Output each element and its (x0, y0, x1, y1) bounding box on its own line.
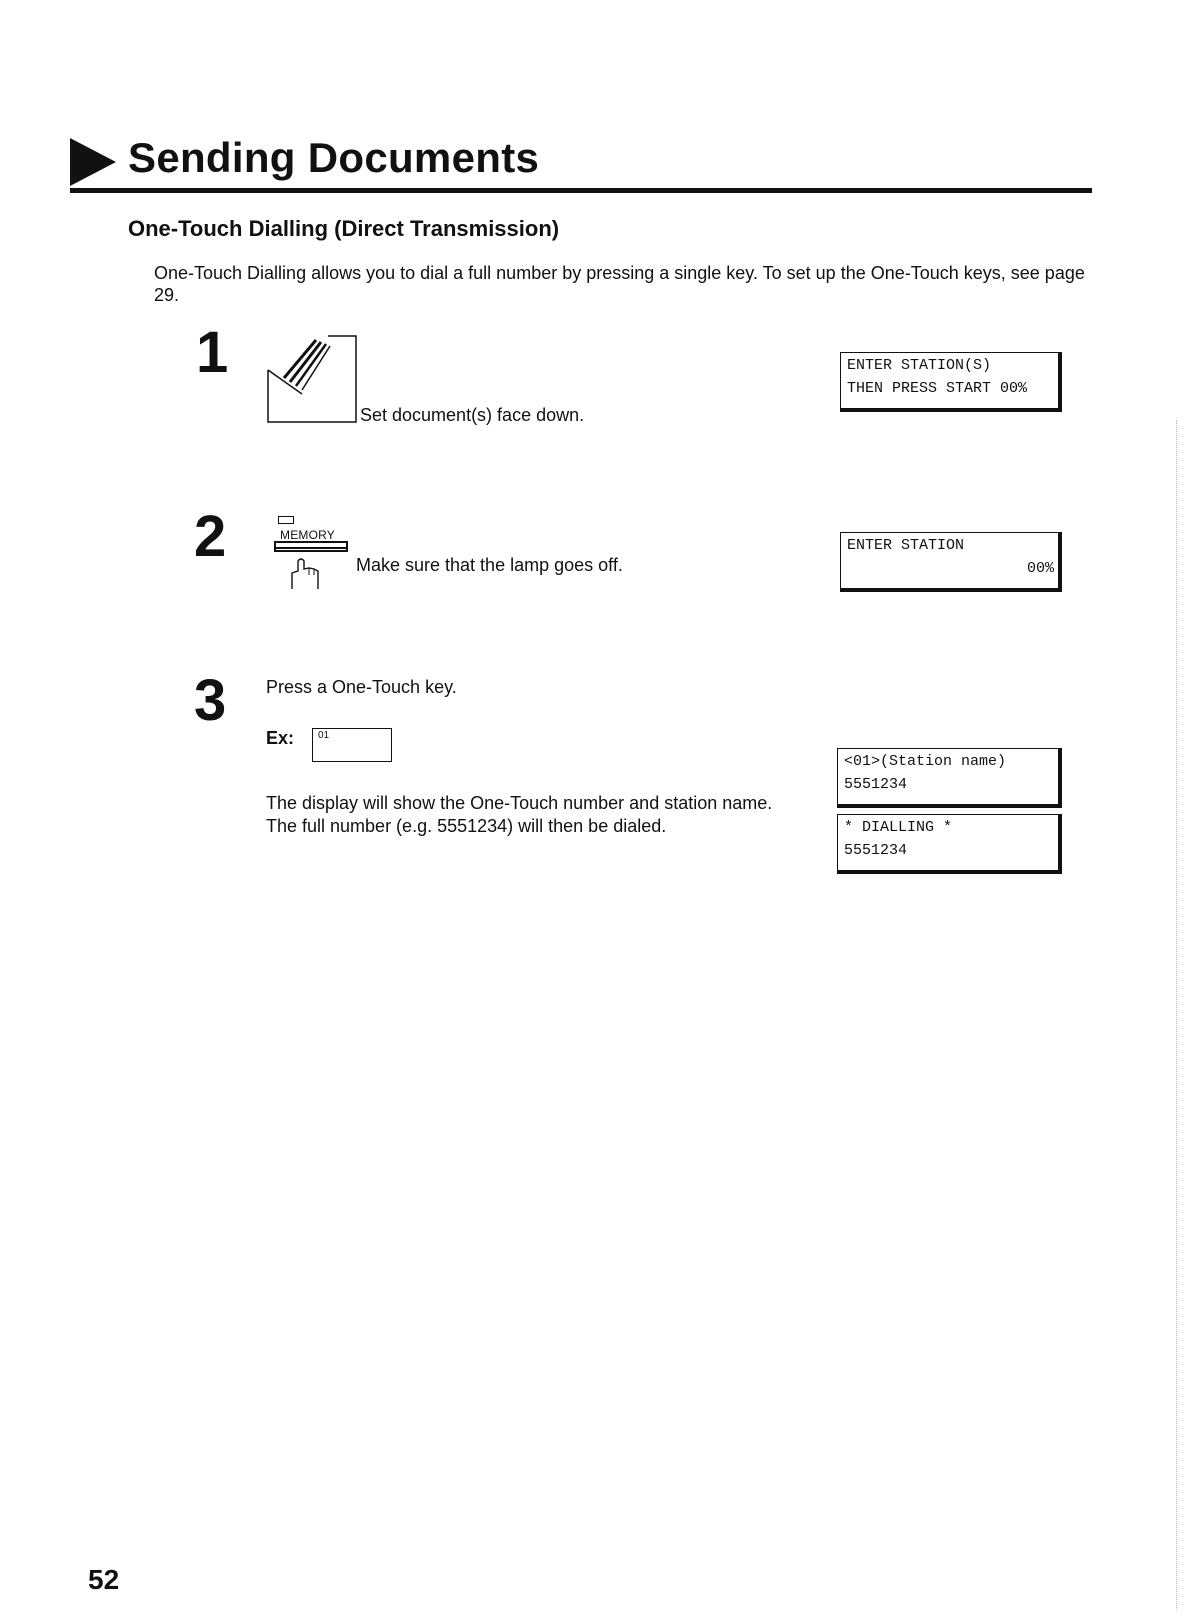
example-label: Ex: (266, 728, 295, 748)
lcd-line: 5551234 (844, 842, 908, 859)
lcd-line: ENTER STATION(S) (847, 357, 992, 374)
lcd-line: * DIALLING * (844, 819, 953, 836)
section-title: One-Touch Dialling (Direct Transmission) (128, 216, 560, 241)
lcd-display: * DIALLING * 5551234 (837, 814, 1062, 874)
one-touch-key-icon: 01 (312, 728, 392, 762)
scan-edge-line (1176, 420, 1177, 1610)
document-feed-icon (267, 335, 357, 423)
step-number: 3 (194, 668, 227, 733)
memory-lamp-icon (278, 516, 294, 524)
title-rule (70, 188, 1092, 193)
lcd-line: ENTER STATION (847, 537, 965, 554)
page-number: 52 (88, 1564, 120, 1595)
step-instruction: Make sure that the lamp goes off. (356, 555, 623, 575)
lcd-line: <01>(Station name) (844, 753, 1007, 770)
step-instruction: Press a One-Touch key. (266, 677, 457, 697)
lcd-line: 5551234 (844, 776, 908, 793)
page-title: Sending Documents (128, 134, 540, 181)
lcd-display: ENTER STATION 00% (840, 532, 1062, 592)
intro-paragraph: One-Touch Dialling allows you to dial a … (154, 263, 1085, 305)
step-instruction: Set document(s) face down. (360, 405, 585, 425)
memory-button-icon (274, 541, 348, 589)
step-description: The display will show the One-Touch numb… (266, 793, 773, 836)
memory-key-label: MEMORY (280, 528, 335, 542)
one-touch-key-label: 01 (318, 730, 330, 741)
step-number: 2 (194, 504, 227, 569)
section-arrow-icon (70, 138, 116, 186)
step-number: 1 (196, 320, 229, 385)
lcd-display: <01>(Station name) 5551234 (837, 748, 1062, 808)
lcd-line: THEN PRESS START 00% (847, 380, 1028, 397)
lcd-line: 00% (1026, 560, 1054, 577)
lcd-display: ENTER STATION(S) THEN PRESS START 00% (840, 352, 1062, 412)
